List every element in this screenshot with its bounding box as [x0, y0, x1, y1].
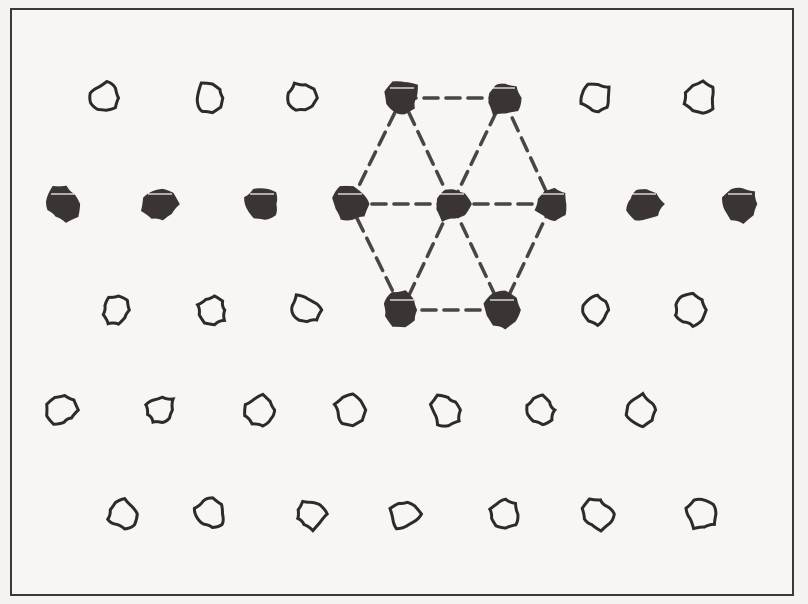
open-atom [684, 81, 713, 113]
filled-atom [485, 292, 520, 329]
open-atom [90, 82, 119, 111]
open-atom [197, 83, 223, 113]
open-atom [288, 83, 318, 110]
open-atom [334, 394, 365, 426]
hexagon-edge [503, 98, 552, 204]
filled-atom [385, 82, 417, 113]
open-atom [582, 499, 614, 531]
atom-layer [47, 81, 757, 531]
open-atom [103, 296, 129, 324]
open-atom [390, 502, 422, 528]
open-atom [198, 296, 225, 325]
open-atom [146, 397, 173, 422]
filled-atom [333, 187, 368, 220]
filled-atom [437, 190, 470, 220]
hexagon-edge [350, 98, 402, 204]
open-atom [298, 501, 327, 530]
open-atom [626, 394, 655, 427]
open-atom [686, 499, 716, 528]
open-atom [292, 295, 322, 322]
open-atom [108, 499, 138, 529]
filled-atom [489, 85, 520, 114]
filled-atom [385, 291, 416, 326]
open-atom [676, 293, 707, 326]
open-atom [431, 395, 461, 426]
open-atom [47, 396, 79, 425]
open-atom [581, 84, 609, 112]
open-atom [490, 499, 518, 528]
open-atom [245, 394, 275, 426]
filled-atom [47, 187, 79, 222]
hexagon-spoke [402, 98, 452, 204]
open-atom [527, 395, 555, 425]
open-atom [194, 498, 223, 528]
open-atom [583, 295, 609, 325]
